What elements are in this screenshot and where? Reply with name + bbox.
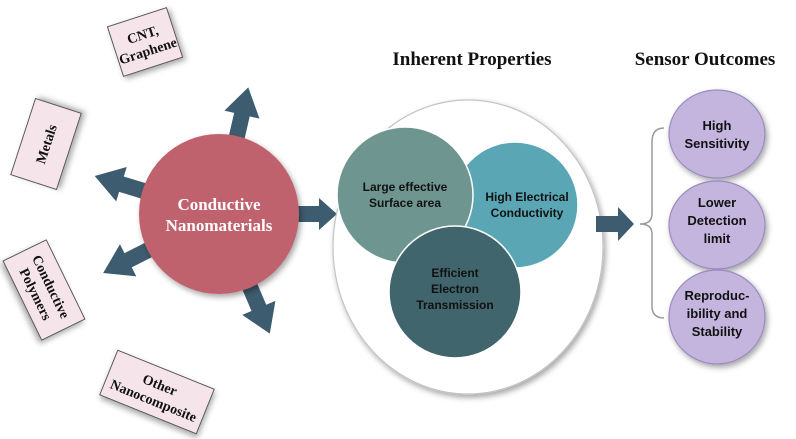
transmission-label-3: Transmission [416,298,493,312]
center-node: Conductive Nanomaterials [139,134,299,294]
center-label-1: Conductive [177,195,261,214]
heading-inherent-properties: Inherent Properties [392,49,551,70]
detection-label-3: limit [704,231,731,246]
surface-label-1: Large effective [363,180,448,194]
material-box-metals: Metals [10,97,82,191]
outcome-detection: Lower Detection limit [668,180,766,270]
stability-label-2: ibility and [687,306,748,321]
transmission-label-2: Electron [431,282,479,296]
sensitivity-label-2: Sensitivity [684,136,750,151]
outcome-stability: Reproduc- ibility and Stability [668,269,766,365]
material-box-other: Other Nanocomposite [99,349,215,435]
properties-group: Large effective Surface area High Electr… [332,99,604,395]
conductivity-label-2: Conductivity [491,206,564,220]
heading-sensor-outcomes: Sensor Outcomes [635,49,776,70]
detection-label-2: Detection [687,213,746,228]
detection-label-1: Lower [698,195,736,210]
transmission-label-1: Efficient [431,266,478,280]
outcome-sensitivity: High Sensitivity [668,89,766,179]
surface-label-2: Surface area [369,196,441,210]
material-box-cnt: CNT, Graphene [106,7,184,77]
arrow-to-outcomes [596,207,634,241]
stability-label-1: Reproduc- [685,288,750,303]
outcomes-bracket [639,127,665,319]
conductivity-label-1: High Electrical [485,190,568,204]
arrow-to-properties [297,198,337,230]
material-box-polymers: Conductive Polymers [2,239,86,341]
stability-label-3: Stability [692,324,743,339]
sensitivity-label-1: High [703,118,732,133]
property-transmission-circle [388,225,522,359]
center-label-2: Nanomaterials [166,216,273,235]
